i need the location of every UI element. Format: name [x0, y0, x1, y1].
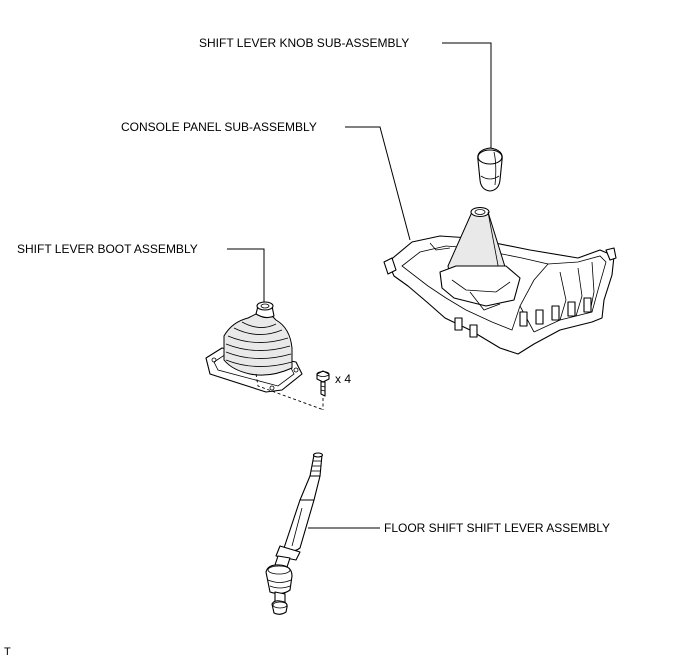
corner-code: T [4, 646, 11, 658]
label-floor-shift-lever: FLOOR SHIFT SHIFT LEVER ASSEMBLY [384, 521, 610, 535]
leader-boot [227, 248, 265, 310]
bolt-quantity: x 4 [335, 372, 351, 386]
leader-knob [442, 42, 492, 148]
console-panel-drawing [383, 206, 617, 355]
label-console-panel: CONSOLE PANEL SUB-ASSEMBLY [121, 120, 317, 134]
shift-lever-boot-drawing [205, 301, 325, 411]
shift-lever-knob-drawing [477, 147, 503, 192]
bolt-drawing [316, 370, 330, 410]
label-shift-lever-knob: SHIFT LEVER KNOB SUB-ASSEMBLY [199, 36, 409, 50]
leader-console [345, 126, 411, 241]
label-shift-lever-boot: SHIFT LEVER BOOT ASSEMBLY [17, 242, 198, 256]
floor-shift-lever-drawing [265, 452, 324, 615]
